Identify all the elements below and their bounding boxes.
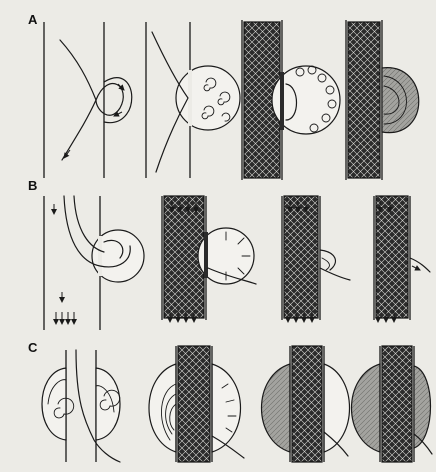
c2-stented-fusiform — [149, 346, 244, 462]
panel-label-b: B — [28, 178, 37, 193]
panel-label-a: A — [28, 12, 38, 27]
a1-untreated-vessel — [44, 22, 132, 178]
c1-untreated-fusiform — [42, 350, 120, 462]
panel-c — [42, 346, 432, 462]
panel-a — [44, 20, 419, 180]
a4-thrombosed-sac — [346, 20, 419, 180]
a3-stented-vessel — [242, 20, 340, 180]
b2-stented-radial — [162, 196, 256, 322]
b3-stented-reduced — [282, 196, 350, 322]
b1-inflow-jet — [44, 196, 144, 330]
c4-full-thrombosis — [352, 346, 433, 462]
a2-vortex-sac — [146, 22, 240, 178]
panel-label-c: C — [28, 340, 38, 355]
b4-stented-minimal — [374, 196, 430, 322]
c3-partial-thrombosis — [262, 346, 350, 462]
panel-b — [44, 196, 430, 330]
